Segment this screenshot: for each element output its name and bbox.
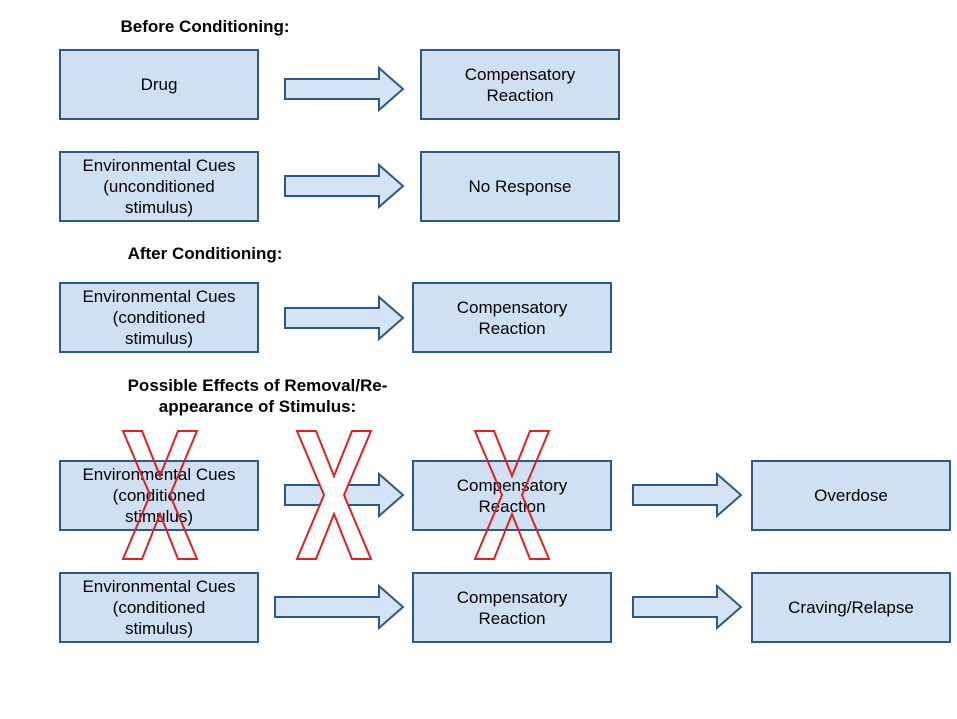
box-compensatory-reaction-1: Compensatory Reaction	[420, 49, 620, 120]
box-compensatory-reaction-3: Compensatory Reaction	[412, 460, 612, 531]
arrow-right-2	[284, 162, 405, 210]
box-env-cues-conditioned-3-label: Environmental Cues (conditioned stimulus…	[82, 577, 236, 638]
box-env-cues-conditioned-3: Environmental Cues (conditioned stimulus…	[59, 572, 259, 643]
box-overdose-label: Overdose	[814, 486, 888, 505]
arrow-right-6	[274, 583, 405, 631]
box-env-cues-conditioned-1-label: Environmental Cues (conditioned stimulus…	[82, 287, 236, 348]
box-compensatory-reaction-2-label: Compensatory Reaction	[456, 297, 568, 338]
box-env-cues-unconditioned-label: Environmental Cues (unconditioned stimul…	[82, 156, 236, 217]
box-env-cues-conditioned-1: Environmental Cues (conditioned stimulus…	[59, 282, 259, 353]
box-compensatory-reaction-1-label: Compensatory Reaction	[464, 64, 576, 105]
cross-mark-2	[295, 430, 373, 560]
arrow-right-3	[284, 294, 405, 342]
box-drug: Drug	[59, 49, 259, 120]
box-compensatory-reaction-4: Compensatory Reaction	[412, 572, 612, 643]
cross-mark-3	[473, 430, 551, 560]
box-drug-label: Drug	[140, 75, 178, 94]
box-overdose: Overdose	[751, 460, 951, 531]
arrow-right-5	[632, 471, 743, 519]
arrow-right-7	[632, 583, 743, 631]
arrow-right-1	[284, 65, 405, 113]
heading-removal-effects: Possible Effects of Removal/Re- appearan…	[90, 375, 425, 417]
box-compensatory-reaction-2: Compensatory Reaction	[412, 282, 612, 353]
box-compensatory-reaction-4-label: Compensatory Reaction	[456, 587, 568, 628]
cross-mark-1	[121, 430, 199, 560]
box-craving-relapse: Craving/Relapse	[751, 572, 951, 643]
heading-removal-line-1: Possible Effects of Removal/Re-	[127, 376, 388, 395]
heading-before-conditioning: Before Conditioning:	[120, 17, 290, 36]
heading-removal-line-2: appearance of Stimulus:	[158, 397, 357, 416]
box-no-response-label: No Response	[468, 177, 572, 196]
box-env-cues-unconditioned: Environmental Cues (unconditioned stimul…	[59, 151, 259, 222]
box-no-response: No Response	[420, 151, 620, 222]
box-craving-relapse-label: Craving/Relapse	[788, 598, 914, 617]
heading-after-conditioning: After Conditioning:	[127, 244, 283, 263]
